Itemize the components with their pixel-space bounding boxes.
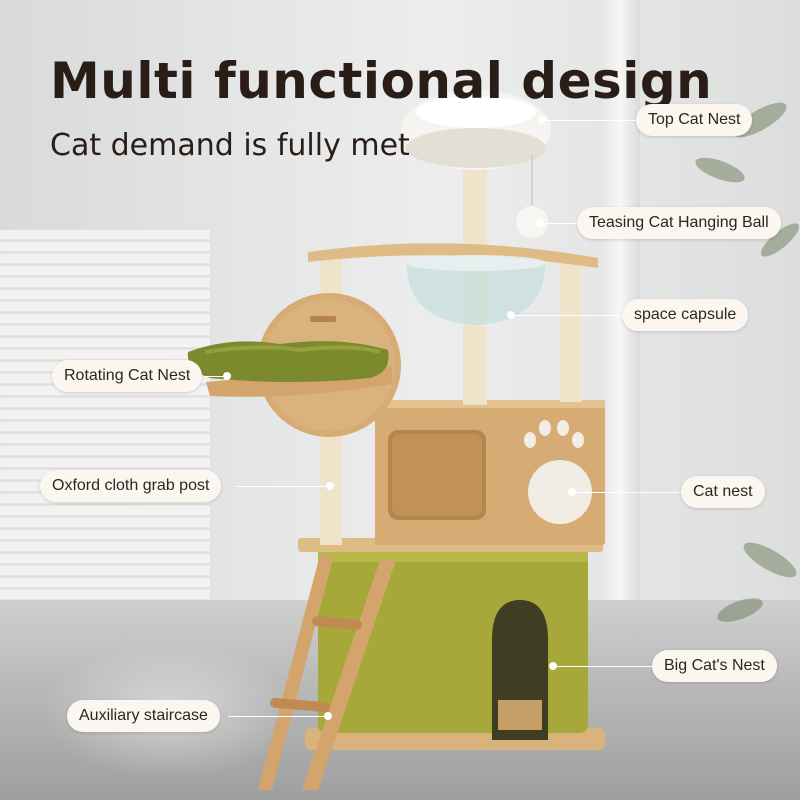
- leader-teasing-ball: [540, 223, 578, 224]
- page-title: Multi functional design: [50, 52, 713, 110]
- page-subtitle: Cat demand is fully met: [50, 128, 410, 163]
- rotating-nest-cushion: [187, 341, 389, 382]
- leader-dot: [324, 712, 332, 720]
- callout-cat-nest: Cat nest: [681, 476, 765, 508]
- callout-staircase: Auxiliary staircase: [67, 700, 220, 732]
- top-platform: [308, 243, 598, 268]
- plant-leaves: [695, 102, 800, 622]
- leader-big-cat-nest: [553, 666, 653, 667]
- leader-rotating-nest: [205, 376, 227, 377]
- leader-dot: [538, 116, 546, 124]
- teasing-ball: [516, 206, 548, 238]
- callout-space-capsule: space capsule: [622, 299, 749, 331]
- callout-rotating-nest: Rotating Cat Nest: [52, 360, 203, 392]
- callout-big-cat-nest: Big Cat's Nest: [652, 650, 777, 682]
- leader-dot: [507, 311, 515, 319]
- leader-cat-nest: [572, 492, 682, 493]
- callout-top-cat-nest: Top Cat Nest: [636, 104, 753, 136]
- callout-grab-post: Oxford cloth grab post: [40, 470, 222, 502]
- cat-nest-paw-hole: [528, 460, 592, 524]
- leader-dot: [549, 662, 557, 670]
- leader-grab-post: [236, 486, 330, 487]
- space-capsule: [405, 261, 547, 327]
- leader-dot: [536, 219, 544, 227]
- leader-staircase: [228, 716, 328, 717]
- leader-top-cat-nest: [542, 120, 638, 121]
- leader-dot: [568, 488, 576, 496]
- leader-space-capsule: [511, 315, 623, 316]
- callout-teasing-ball: Teasing Cat Hanging Ball: [577, 207, 781, 239]
- sisal-post-right: [560, 262, 582, 402]
- staircase: [258, 555, 396, 790]
- leader-dot: [223, 372, 231, 380]
- window-blinds: [0, 230, 210, 630]
- leader-dot: [326, 482, 334, 490]
